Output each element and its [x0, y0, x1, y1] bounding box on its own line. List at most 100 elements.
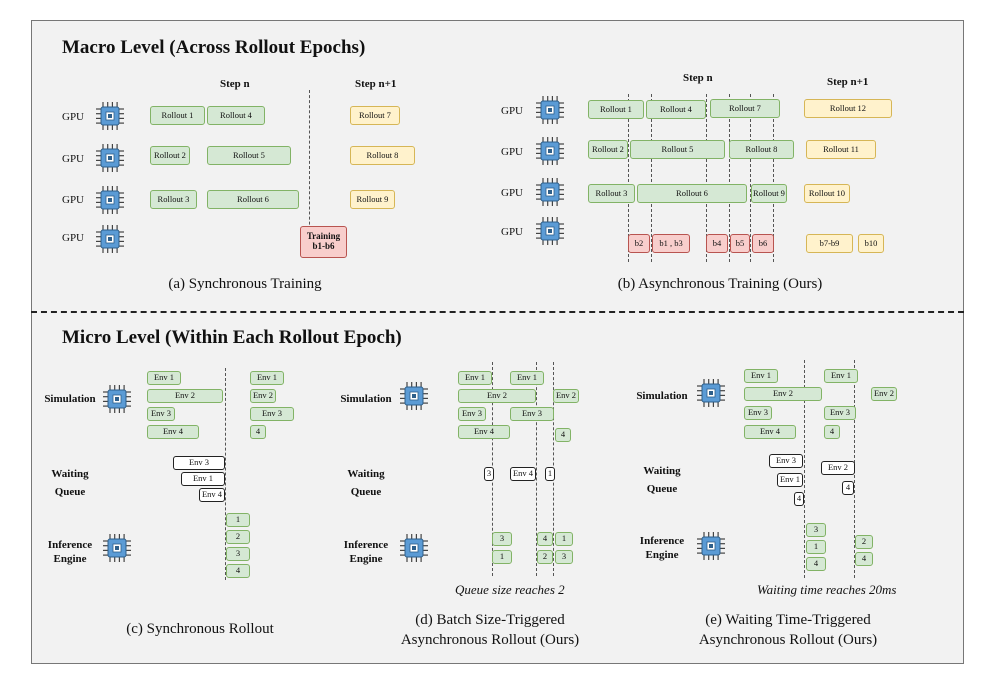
- rollout-block-next: Rollout 11: [806, 140, 876, 159]
- trigger-line: [536, 362, 537, 576]
- env-block: Env 2: [147, 389, 223, 403]
- env-block: Env 2: [458, 389, 536, 403]
- queue-item: 3: [484, 467, 494, 481]
- inference-block: 3: [492, 532, 512, 546]
- gpu-chip-icon: [94, 184, 126, 216]
- step-boundary-line: [651, 94, 652, 262]
- inference-block: 3: [555, 550, 573, 564]
- step-n1-label: Step n+1: [355, 78, 397, 90]
- gpu-label: GPU: [501, 146, 524, 158]
- rollout-block-next: Rollout 8: [350, 146, 415, 165]
- gpu-label: GPU: [501, 105, 524, 117]
- sync-line: [225, 368, 226, 580]
- gpu-label: GPU: [62, 111, 85, 123]
- step-boundary-line: [750, 94, 751, 262]
- inference-block: 2: [537, 550, 553, 564]
- gpu-label: GPU: [501, 187, 524, 199]
- rollout-block: Rollout 2: [150, 146, 190, 165]
- training-batch-block: b1 , b3: [652, 234, 690, 253]
- step-n1-label: Step n+1: [827, 76, 869, 88]
- waiting-queue-label: Waiting Queue: [51, 468, 89, 498]
- gpu-chip-icon: [94, 223, 126, 255]
- inference-block: 2: [855, 535, 873, 549]
- training-batches: b1-b6: [312, 241, 335, 251]
- gpu-chip-icon: [534, 135, 566, 167]
- env-block: Env 4: [458, 425, 510, 439]
- env-block: 4: [824, 425, 840, 439]
- training-batch-block: b2: [628, 234, 650, 253]
- gpu-chip-icon: [94, 142, 126, 174]
- env-block: Env 3: [510, 407, 554, 421]
- gpu-chip-icon: [398, 532, 430, 564]
- macro-title: Macro Level (Across Rollout Epochs): [62, 37, 366, 58]
- inference-block: 1: [492, 550, 512, 564]
- step-boundary-line: [729, 94, 730, 262]
- env-block: Env 4: [147, 425, 199, 439]
- env-block: Env 1: [744, 369, 778, 383]
- rollout-block: Rollout 4: [207, 106, 265, 125]
- env-block: Env 1: [458, 371, 492, 385]
- caption-b: (b) Asynchronous Training (Ours): [617, 276, 823, 292]
- env-block: Env 1: [824, 369, 858, 383]
- gpu-label: GPU: [62, 153, 85, 165]
- gpu-label: GPU: [62, 232, 85, 244]
- waiting-queue-label: Waiting Queue: [643, 465, 681, 495]
- inference-block: 1: [806, 540, 826, 554]
- rollout-block: Rollout 3: [150, 190, 197, 209]
- rollout-block: Rollout 7: [710, 99, 780, 118]
- env-block: Env 3: [744, 406, 772, 420]
- rollout-block: Rollout 4: [646, 100, 706, 119]
- rollout-block-next: Rollout 12: [804, 99, 892, 118]
- training-batch-block-next: b10: [858, 234, 884, 253]
- queue-item: 4: [842, 481, 854, 495]
- rollout-block: Rollout 5: [207, 146, 291, 165]
- simulation-label: Simulation: [44, 393, 96, 405]
- queue-item: Env 2: [821, 461, 855, 475]
- env-block: 4: [250, 425, 266, 439]
- inference-block: 4: [806, 557, 826, 571]
- rollout-block-next: Rollout 9: [350, 190, 395, 209]
- inference-block: 1: [555, 532, 573, 546]
- trigger-line: [804, 360, 805, 578]
- trigger-note: Queue size reaches 2: [455, 582, 565, 597]
- step-n-label: Step n: [683, 72, 713, 84]
- inference-block: 2: [226, 530, 250, 544]
- step-boundary-line: [706, 94, 707, 262]
- training-batch-block-next: b7-b9: [806, 234, 853, 253]
- gpu-chip-icon: [534, 176, 566, 208]
- env-block: Env 3: [250, 407, 294, 421]
- queue-item: Env 3: [769, 454, 803, 468]
- inference-block: 4: [226, 564, 250, 578]
- step-boundary-line: [628, 94, 629, 262]
- step-boundary-line: [309, 90, 310, 255]
- rollout-block: Rollout 5: [630, 140, 725, 159]
- caption-d: (d) Batch Size-Triggered Asynchronous Ro…: [400, 612, 580, 648]
- gpu-chip-icon: [94, 100, 126, 132]
- queue-item: Env 4: [199, 488, 225, 502]
- queue-item: Env 4: [510, 467, 536, 481]
- rollout-block-next: Rollout 7: [350, 106, 400, 125]
- env-block: Env 3: [824, 406, 856, 420]
- trigger-note: Waiting time reaches 20ms: [757, 582, 897, 597]
- env-block: Env 1: [250, 371, 284, 385]
- training-block: Training b1-b6: [300, 226, 347, 258]
- env-block: Env 3: [458, 407, 486, 421]
- env-block: Env 3: [147, 407, 175, 421]
- gpu-chip-icon: [695, 530, 727, 562]
- inference-engine-label: Inference Engine: [639, 535, 685, 561]
- inference-engine-label: Inference Engine: [343, 539, 389, 565]
- gpu-chip-icon: [534, 94, 566, 126]
- inference-block: 4: [855, 552, 873, 566]
- gpu-chip-icon: [101, 532, 133, 564]
- gpu-label: GPU: [501, 226, 524, 238]
- caption-e: (e) Waiting Time-Triggered Asynchronous …: [698, 612, 878, 648]
- inference-block: 3: [226, 547, 250, 561]
- training-batch-block: b6: [752, 234, 774, 253]
- rollout-block: Rollout 9: [751, 184, 787, 203]
- queue-item: 4: [794, 492, 804, 506]
- simulation-label: Simulation: [340, 393, 392, 405]
- rollout-block: Rollout 6: [207, 190, 299, 209]
- waiting-queue-label: Waiting Queue: [347, 468, 385, 498]
- gpu-chip-icon: [534, 215, 566, 247]
- rollout-block-next: Rollout 10: [804, 184, 850, 203]
